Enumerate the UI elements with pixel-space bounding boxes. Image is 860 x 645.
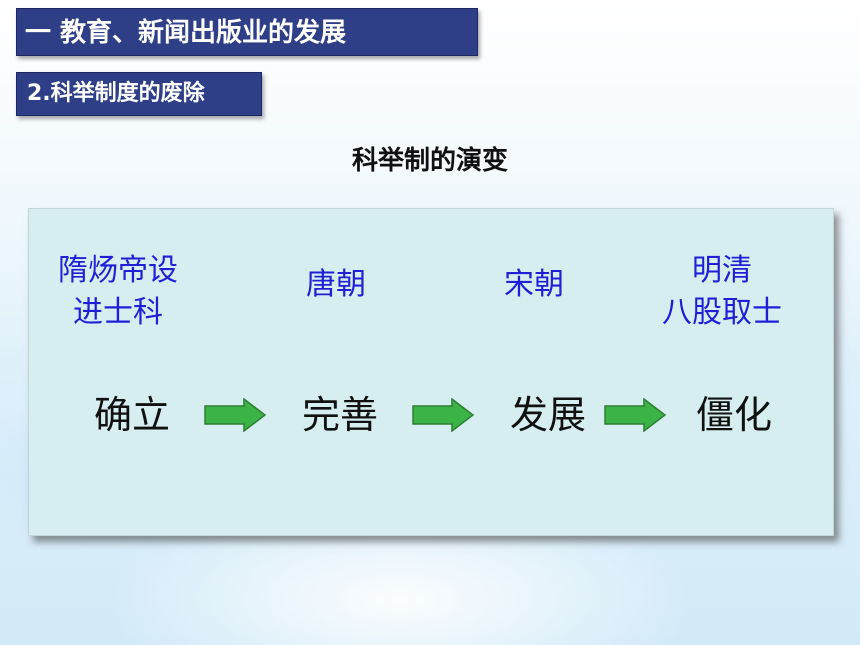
stage-improve: 完善 bbox=[301, 393, 379, 437]
period-tang-label: 唐朝 bbox=[306, 267, 366, 302]
period-tang: 唐朝 bbox=[306, 264, 366, 306]
period-sui: 隋炀帝设 进士科 bbox=[58, 250, 178, 334]
period-sui-line1: 隋炀帝设 bbox=[58, 253, 178, 288]
evolution-panel bbox=[28, 208, 834, 536]
page-heading: 科举制的演变 bbox=[351, 146, 508, 176]
right-arrow-icon bbox=[412, 398, 474, 432]
period-ming-qing: 明清 八股取士 bbox=[662, 250, 782, 334]
right-arrow-icon bbox=[204, 398, 266, 432]
period-sui-line2: 进士科 bbox=[73, 295, 163, 330]
period-ming-qing-line2: 八股取士 bbox=[662, 295, 782, 330]
stage-develop: 发展 bbox=[509, 393, 587, 437]
right-arrow-icon bbox=[604, 398, 666, 432]
period-song: 宋朝 bbox=[504, 264, 564, 306]
sub-title: 2.科举制度的废除 bbox=[16, 72, 262, 116]
stage-establish: 确立 bbox=[93, 393, 171, 437]
stage-ossify: 僵化 bbox=[695, 393, 773, 437]
period-ming-qing-line1: 明清 bbox=[692, 253, 752, 288]
period-song-label: 宋朝 bbox=[504, 267, 564, 302]
section-title: 一 教育、新闻出版业的发展 bbox=[16, 8, 478, 56]
